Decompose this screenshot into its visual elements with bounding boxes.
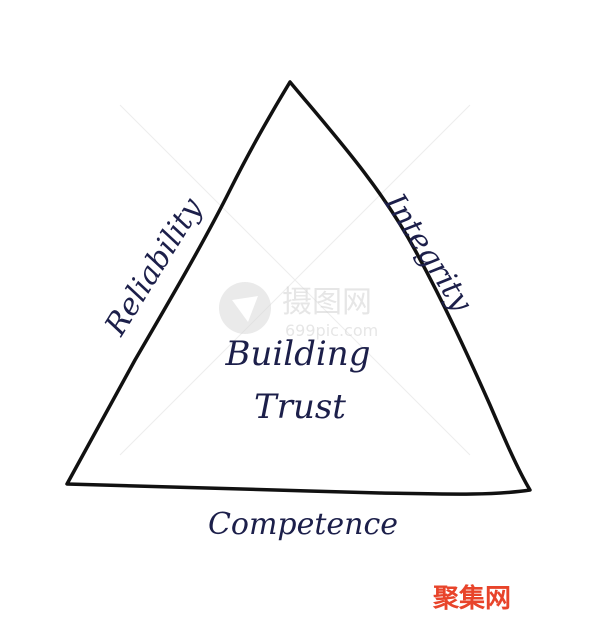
corner-watermark-text: 聚集网 (432, 583, 511, 614)
right-side-label: Integrity (376, 187, 479, 319)
watermark-url-text: 699pic.com (285, 321, 378, 340)
bottom-label: Competence (208, 507, 398, 542)
left-side-label: Reliability (98, 191, 211, 342)
center-title-line1: Building (225, 334, 371, 374)
watermark-cn-text: 摄图网 (282, 285, 372, 320)
watermark-logo: 摄图网 699pic.com (219, 282, 378, 340)
center-title-line2: Trust (254, 387, 346, 427)
watermark-diagonals (119, 104, 471, 456)
triangle-outline (65, 80, 532, 496)
